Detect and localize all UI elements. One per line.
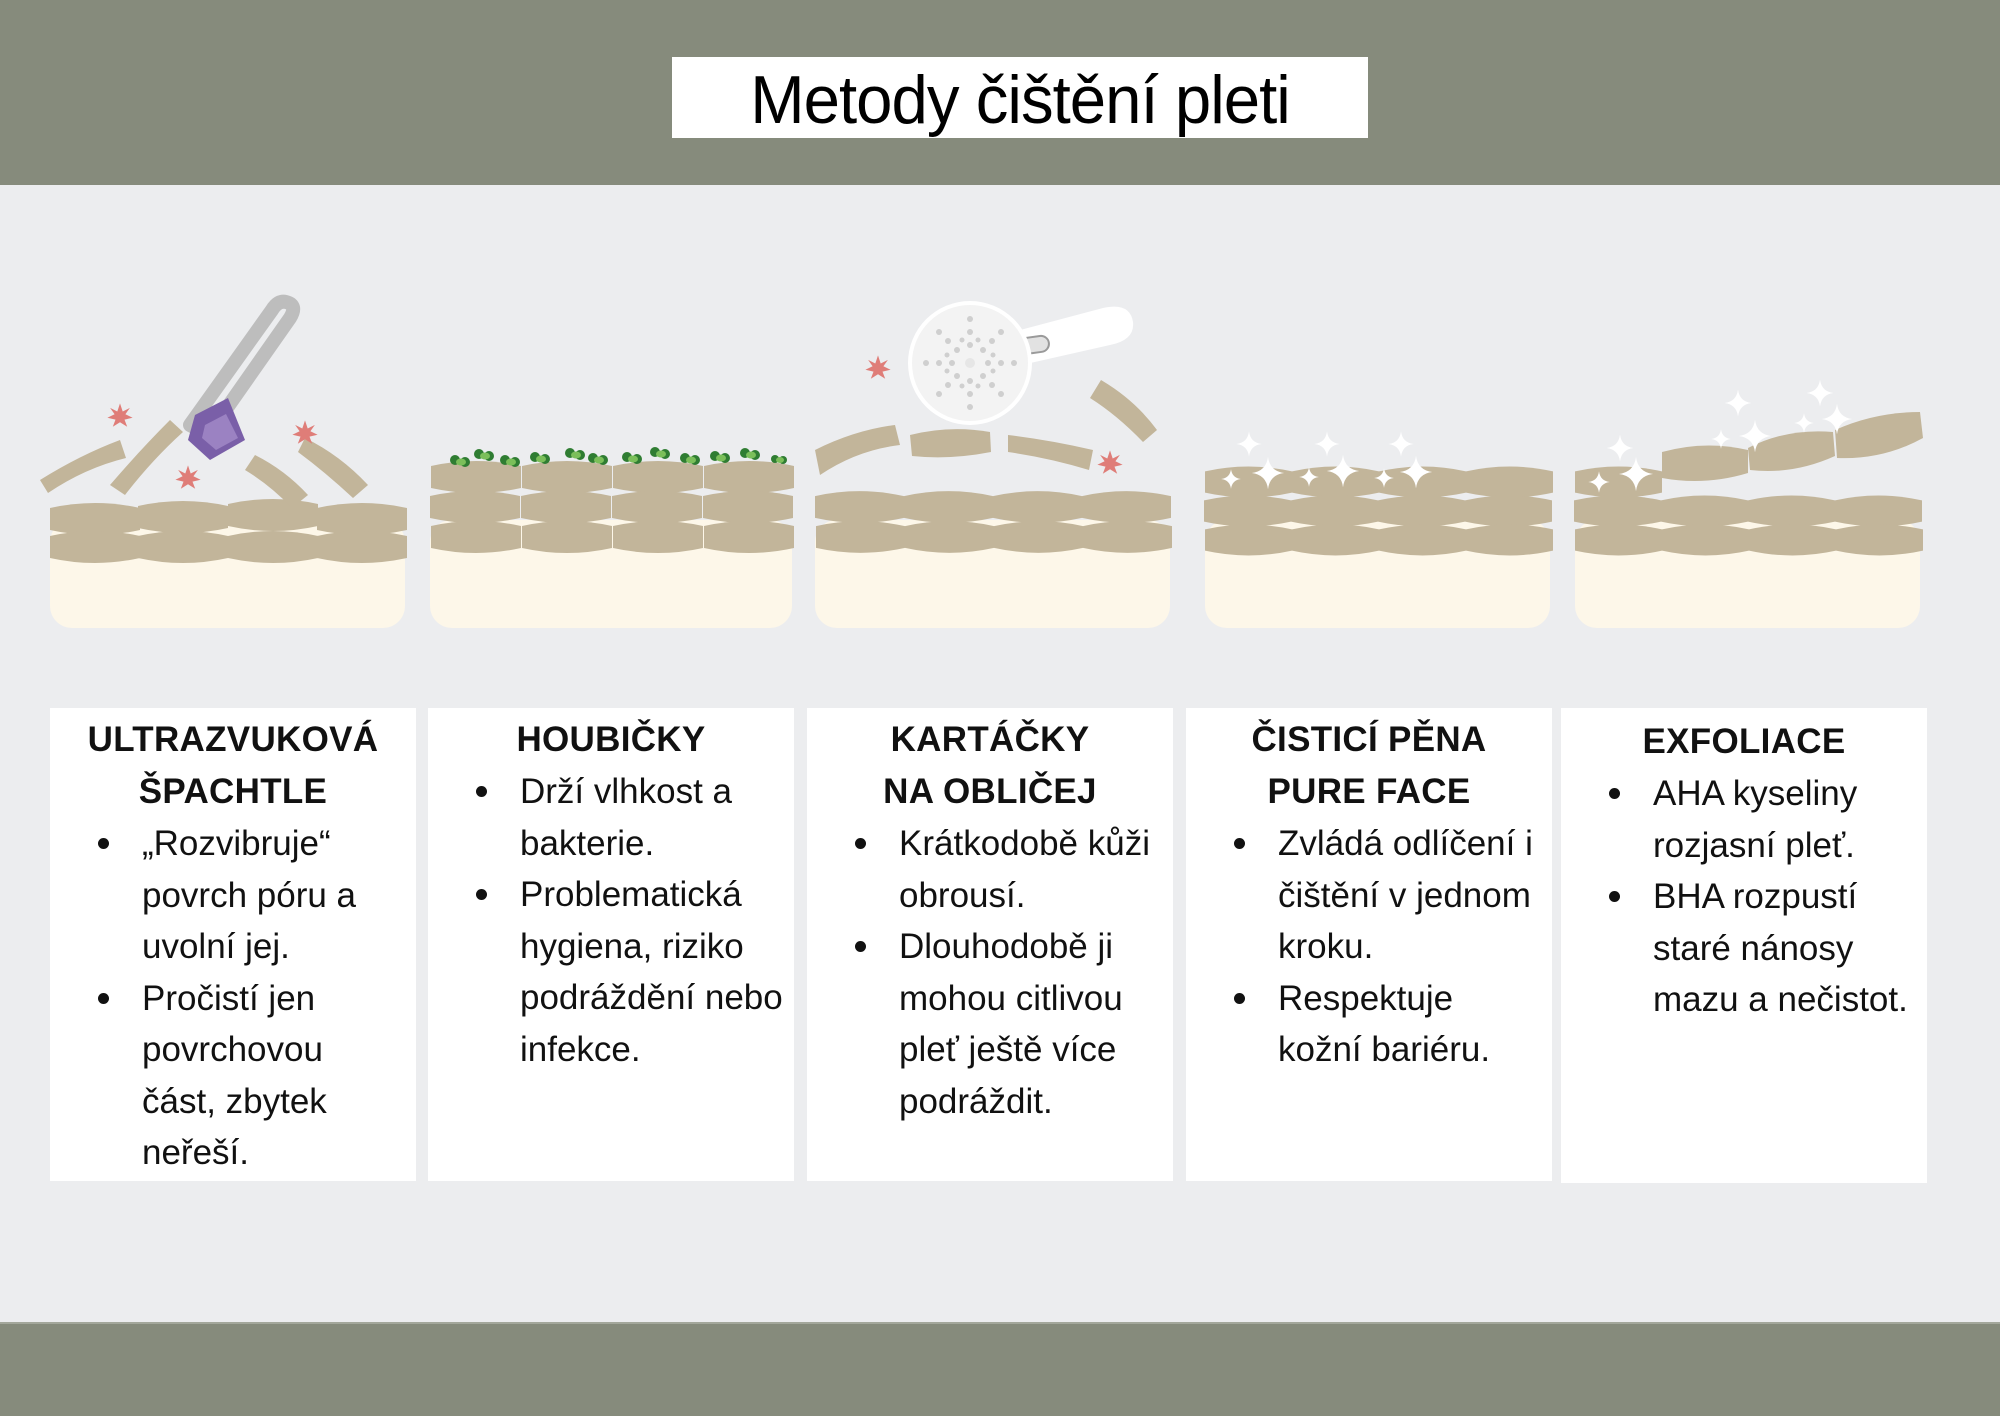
illustration-facial-brush <box>805 290 1195 635</box>
method-card-facial-brushes: KARTÁČKY NA OBLIČEJ Krátkodobě kůži obro… <box>807 708 1173 1181</box>
skin-cells <box>430 461 794 553</box>
bullet-list: AHA kyseliny rozjasní pleť. BHA rozpustí… <box>1571 768 1917 1026</box>
irritation-icon <box>107 403 133 427</box>
irritation-icon <box>175 465 201 489</box>
bullet-item: Drží vlhkost a bakterie. <box>476 766 784 869</box>
method-card-sponges: HOUBIČKY Drží vlhkost a bakterie. Proble… <box>428 708 794 1181</box>
bullet-item: Problematická hygiena, riziko podráždění… <box>476 869 784 1075</box>
header-band: Metody čištění pleti <box>0 0 2000 185</box>
skin-cells <box>1204 466 1553 556</box>
bullet-item: Dlouhodobě ji mohou citlivou pleť ještě … <box>855 921 1163 1127</box>
bullet-list: Zvládá odlíčení i čištění v jednom kroku… <box>1196 818 1542 1076</box>
bullet-list: Krátkodobě kůži obrousí. Dlouhodobě ji m… <box>817 818 1163 1127</box>
brush-bristles <box>923 316 1017 410</box>
loose-cells <box>815 380 1157 475</box>
method-card-exfoliation: EXFOLIACE AHA kyseliny rozjasní pleť. BH… <box>1561 708 1927 1183</box>
bullet-list: Drží vlhkost a bakterie. Problematická h… <box>438 766 784 1075</box>
bullet-item: Krátkodobě kůži obrousí. <box>855 818 1163 921</box>
title-box: Metody čištění pleti <box>672 57 1368 138</box>
bullet-item: BHA rozpustí staré nánosy mazu a nečisto… <box>1609 871 1917 1026</box>
irritation-icon <box>1097 450 1123 474</box>
brush-icon <box>908 301 1134 425</box>
bullet-item: Zvládá odlíčení i čištění v jednom kroku… <box>1234 818 1542 973</box>
illustration-exfoliation <box>1565 290 1935 635</box>
illustration-ultrasonic-spatula <box>40 290 420 635</box>
card-title: ULTRAZVUKOVÁ ŠPACHTLE <box>87 720 379 811</box>
method-card-cleansing-foam: ČISTICÍ PĚNA PURE FACE Zvládá odlíčení i… <box>1186 708 1552 1181</box>
card-title: EXFOLIACE <box>1642 722 1846 761</box>
illustration-sponge-bacteria <box>425 290 805 635</box>
loose-cells <box>40 420 368 508</box>
bullet-item: „Rozvibruje“ povrch póru a uvolní jej. <box>98 818 406 973</box>
bullet-item: Respektuje kožní bariéru. <box>1234 973 1542 1076</box>
card-title: KARTÁČKY NA OBLIČEJ <box>883 720 1097 811</box>
method-card-ultrasonic-spatula: ULTRAZVUKOVÁ ŠPACHTLE „Rozvibruje“ povrc… <box>50 708 416 1181</box>
spatula-icon <box>183 294 301 460</box>
page-title: Metody čištění pleti <box>750 61 1291 138</box>
skin-cells <box>1574 412 1923 556</box>
card-title: ČISTICÍ PĚNA PURE FACE <box>1251 720 1487 811</box>
skin-illustration <box>40 294 407 628</box>
bacteria-icon <box>450 447 787 467</box>
footer-band <box>0 1322 2000 1416</box>
bullet-list: „Rozvibruje“ povrch póru a uvolní jej. P… <box>60 818 406 1179</box>
bullet-item: Pročistí jen povrchovou část, zbytek neř… <box>98 973 406 1179</box>
card-title: HOUBIČKY <box>516 720 706 759</box>
bullet-item: AHA kyseliny rozjasní pleť. <box>1609 768 1917 871</box>
irritation-icon <box>865 355 891 379</box>
illustration-cleansing-foam <box>1195 290 1565 635</box>
